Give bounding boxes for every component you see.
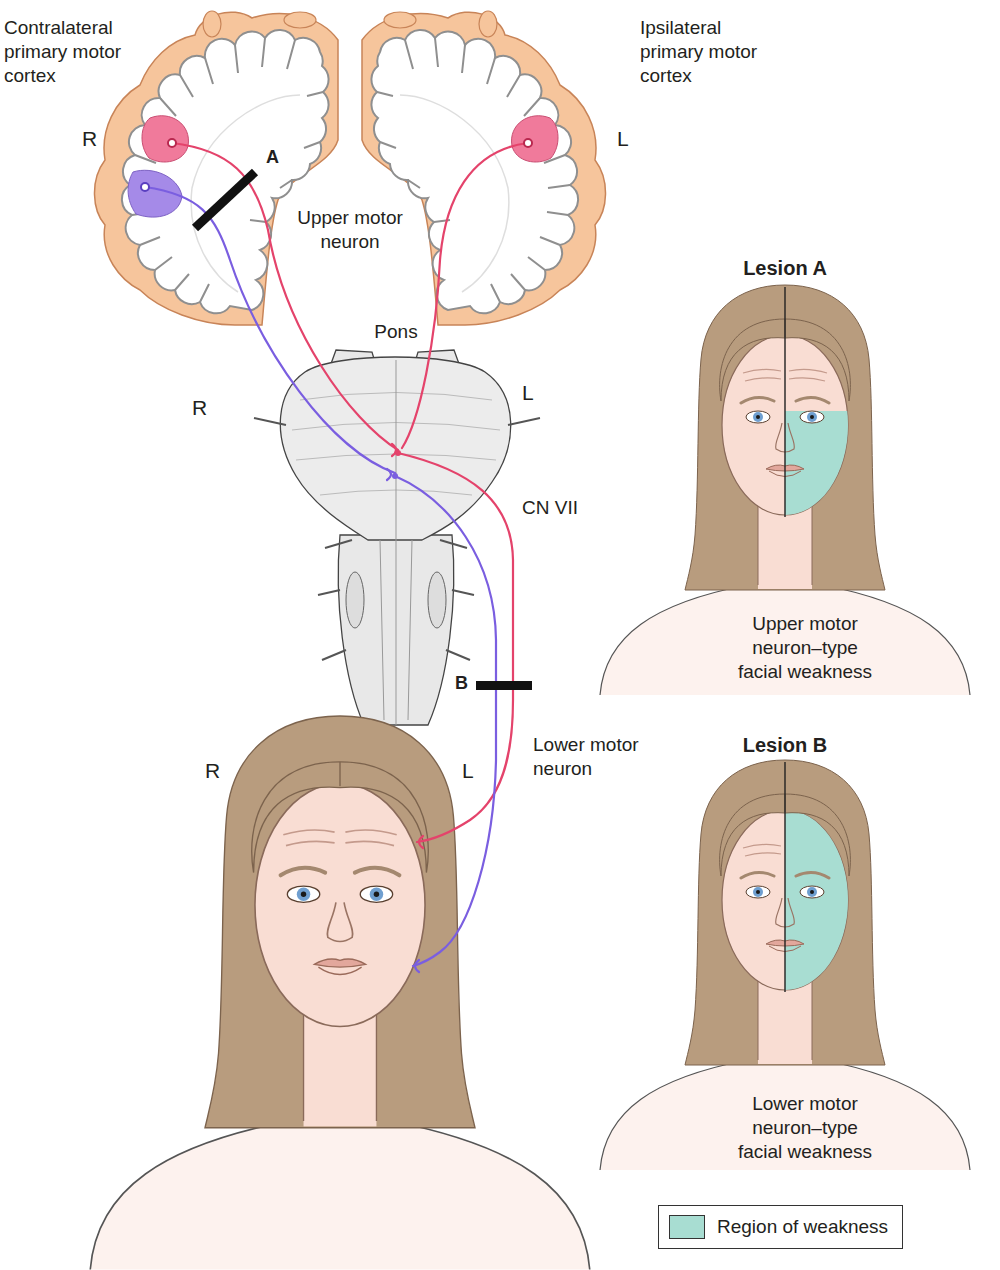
motor-pathways (419, 836, 423, 848)
lesion-a-face (600, 285, 970, 695)
motor-pathways (402, 143, 528, 448)
motor-pathways (172, 143, 398, 450)
legend-box: Region of weakness (658, 1205, 903, 1249)
lesion-b-face (600, 760, 970, 1170)
brain-section (142, 116, 188, 162)
lesion-bar (195, 172, 532, 690)
motor-pathways (395, 450, 401, 456)
motor-pathways (387, 469, 391, 480)
side-letter: L (522, 380, 534, 406)
lesion-b-face (600, 760, 970, 1170)
neuron-label: Lower motor neuron (533, 733, 668, 781)
brain-section (512, 116, 558, 162)
panel-heading: Lesion A (715, 256, 855, 281)
brainstem (254, 418, 540, 660)
lesion-b-face (784, 762, 785, 992)
lesion-a-face (789, 369, 827, 381)
motor-pathways (141, 183, 149, 191)
cortex-label: Contralateral primary motor cortex (4, 16, 144, 87)
motor-pathways (145, 187, 395, 473)
brain-section (362, 11, 606, 325)
structure-label: Pons (356, 320, 436, 344)
legend-text: Region of weakness (717, 1216, 888, 1238)
nerve-label: CN VII (522, 496, 578, 520)
side-letter: L (462, 758, 474, 784)
panel-caption: Lower motor neuron–type facial weakness (730, 1092, 880, 1163)
motor-pathways (524, 139, 532, 147)
panel-heading: Lesion B (715, 733, 855, 758)
patient-face (90, 716, 590, 1270)
lesion-bar (476, 681, 532, 690)
legend-swatch (669, 1215, 705, 1239)
patient-face (90, 716, 590, 1270)
brainstem (346, 572, 364, 628)
lesion-bar (195, 172, 255, 228)
motor-pathways (392, 473, 398, 479)
motor-pathways (168, 139, 176, 147)
brainstem (254, 350, 540, 725)
lesion-letter: A (266, 146, 279, 169)
side-letter: R (192, 395, 207, 421)
cortex-label: Ipsilateral primary motor cortex (640, 16, 780, 87)
side-letter: R (205, 758, 220, 784)
lesion-a-face (600, 285, 970, 695)
lesion-letter: B (455, 672, 468, 695)
neuron-label: Upper motor neuron (290, 206, 410, 254)
motor-pathways (415, 960, 419, 972)
patient-face (252, 762, 429, 975)
side-letter: R (82, 126, 97, 152)
panel-caption: Upper motor neuron–type facial weakness (730, 612, 880, 683)
motor-pathways (395, 476, 496, 966)
patient-face (345, 830, 396, 846)
brainstem (428, 572, 446, 628)
side-letter: L (617, 126, 629, 152)
lesion-a-face (784, 287, 785, 517)
brain-section (94, 11, 605, 325)
brainstem (380, 360, 412, 725)
motor-pathways (141, 139, 532, 972)
brain-section (94, 11, 338, 325)
